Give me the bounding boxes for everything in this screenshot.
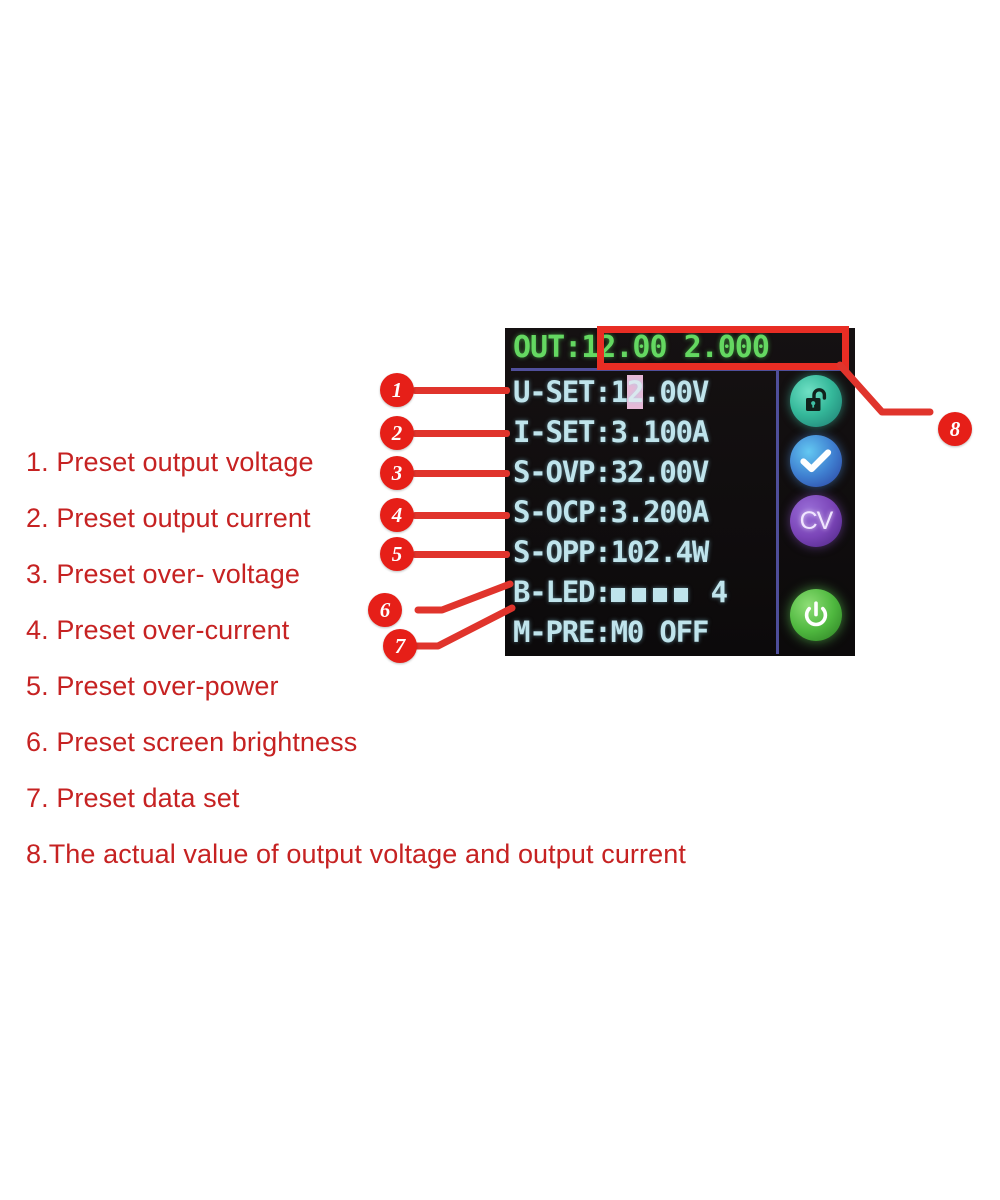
unlock-padlock-icon[interactable] [790,375,842,427]
leader-line-3 [412,470,510,477]
legend-item-4: 4. Preset over-current [26,615,290,645]
lcd-output-row: OUT:12.00 2.000 [505,328,855,366]
callout-bubble-4[interactable]: 4 [380,498,414,532]
brightness-square [652,588,667,602]
checkmark-icon[interactable] [790,435,842,487]
lcd-row-b-led-value: 4 [710,575,728,609]
lcd-row-s-ocp-label: S-OCP: [513,495,612,529]
lcd-row-s-opp-value: 102.4W [610,535,710,569]
lcd-vertical-divider [776,371,779,654]
power-icon[interactable] [790,589,842,641]
callout-bubble-6[interactable]: 6 [368,593,402,627]
leader-line-8 [836,361,934,416]
callout-bubble-8[interactable]: 8 [938,412,972,446]
legend-item-1: 1. Preset output voltage [26,447,314,477]
leader-line-4 [412,512,510,519]
legend-list: 1. Preset output voltage 2. Preset outpu… [26,434,786,882]
lcd-out-label: OUT: [513,329,582,365]
leader-line-2 [412,430,510,437]
lcd-row-s-ovp-label: S-OVP: [513,455,612,489]
lcd-row-b-led-label: B-LED: [513,575,612,609]
lcd-row-i-set-value: 3.100A [610,415,710,449]
lcd-row-m-pre-label: M-PRE: [513,615,612,649]
lcd-status-icon-column: CV [785,371,853,654]
cv-mode-icon[interactable]: CV [790,495,842,547]
lcd-cursor-highlight[interactable]: 2 [626,375,644,409]
leader-line-6 [414,580,514,614]
lcd-row-i-set-label: I-SET: [513,415,612,449]
lcd-row-s-opp[interactable]: S-OPP:102.4W [513,532,775,572]
lcd-row-u-set[interactable]: U-SET:12.00V [513,372,775,412]
legend-item-6: 6. Preset screen brightness [26,727,358,757]
callout-bubble-1[interactable]: 1 [380,373,414,407]
lcd-row-m-pre-value: M0 OFF [610,615,710,649]
legend-item-8: 8.The actual value of output voltage and… [26,839,686,869]
brightness-level-squares [610,572,711,612]
lcd-display-panel: OUT:12.00 2.000 U-SET:12.00V I-SET:3.100… [505,328,855,656]
lcd-row-s-ovp[interactable]: S-OVP:32.00V [513,452,775,492]
legend-item-7: 7. Preset data set [26,783,240,813]
leader-line-1 [412,387,510,394]
callout-bubble-5[interactable]: 5 [380,537,414,571]
lcd-row-i-set[interactable]: I-SET:3.100A [513,412,775,452]
callout-bubble-7[interactable]: 7 [383,629,417,663]
leader-line-5 [412,551,510,558]
callout-bubble-3[interactable]: 3 [380,456,414,490]
lcd-row-u-set-value-pre: 1 [610,375,628,409]
lcd-out-values: 12.00 2.000 [581,329,770,365]
leader-line-7 [406,604,516,650]
lcd-row-u-set-value-post: .00V [643,375,709,409]
lcd-row-s-ocp-value: 3.200A [610,495,710,529]
callout-bubble-2[interactable]: 2 [380,416,414,450]
lcd-settings-rows: U-SET:12.00V I-SET:3.100A S-OVP:32.00V S… [513,372,775,652]
lcd-row-m-pre[interactable]: M-PRE:M0 OFF [513,612,775,652]
legend-item-5: 5. Preset over-power [26,671,279,701]
brightness-square [631,588,646,602]
lcd-row-s-opp-label: S-OPP: [513,535,612,569]
legend-item-2: 2. Preset output current [26,503,311,533]
legend-item-3: 3. Preset over- voltage [26,559,300,589]
lcd-row-s-ovp-value: 32.00V [610,455,710,489]
brightness-square [673,588,688,602]
lcd-row-u-set-label: U-SET: [513,375,612,409]
brightness-square [610,588,625,602]
cv-mode-label: CV [799,506,834,535]
lcd-row-s-ocp[interactable]: S-OCP:3.200A [513,492,775,532]
lcd-row-b-led[interactable]: B-LED: 4 [513,572,775,612]
